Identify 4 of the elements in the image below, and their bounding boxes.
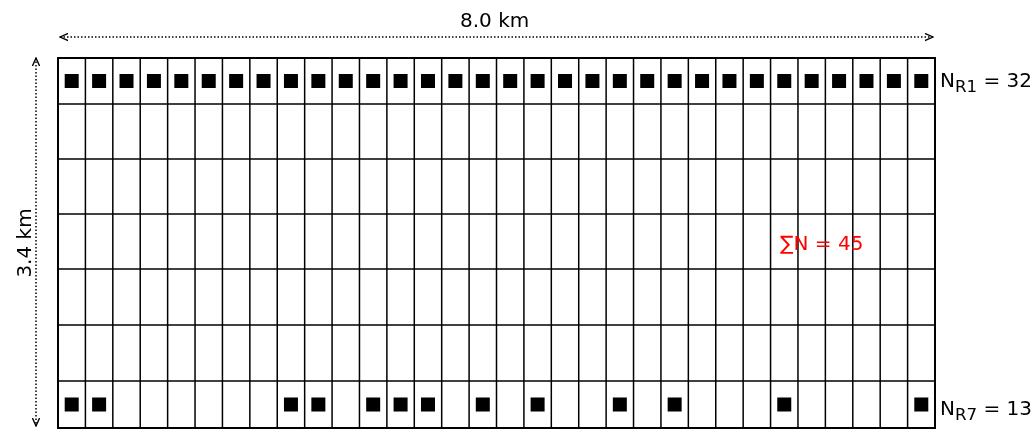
- dimension-label: 8.0 km: [460, 10, 530, 30]
- dimension-label: 3.4 km: [13, 208, 34, 278]
- count-label: N$_{R7}$ = 13: [940, 398, 1033, 424]
- count-label: N$_{R1}$ = 32: [940, 70, 1033, 96]
